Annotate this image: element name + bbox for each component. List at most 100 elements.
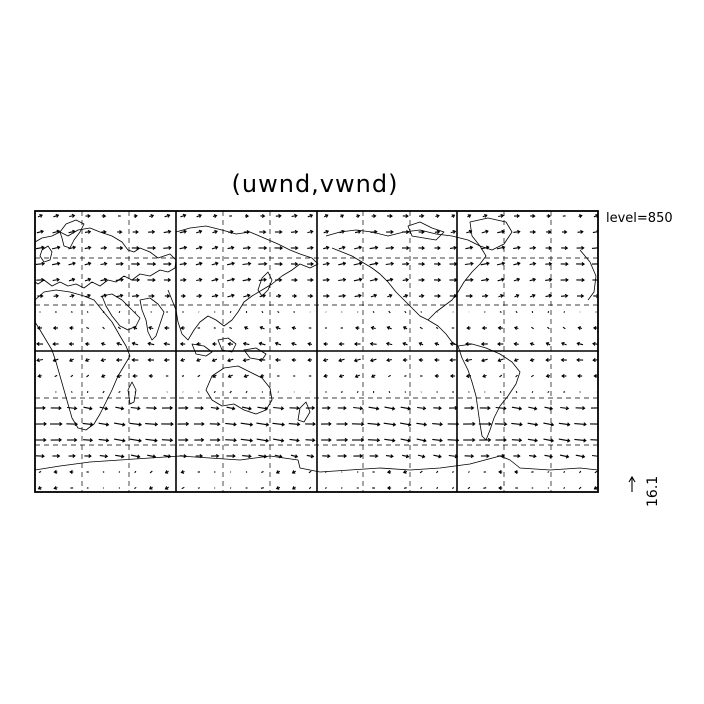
wind-arrowhead: [180, 358, 184, 363]
wind-arrowhead: [438, 454, 442, 459]
wind-arrowhead: [151, 229, 156, 234]
wind-arrowhead: [341, 229, 345, 234]
wind-arrowhead: [402, 326, 407, 330]
wind-arrowhead: [105, 422, 110, 427]
wind-arrowhead: [497, 358, 502, 363]
wind-arrowhead: [534, 422, 539, 427]
wind-arrowhead: [263, 245, 268, 251]
wind-arrowhead: [259, 373, 264, 379]
wind-arrowhead: [52, 358, 57, 363]
wind-vector: [258, 454, 267, 458]
coast-africa: [35, 289, 131, 431]
wind-vector: [449, 247, 457, 249]
wind-vector: [529, 455, 536, 457]
wind-arrowhead: [402, 357, 407, 363]
wind-vector: [181, 486, 185, 490]
wind-arrowhead: [87, 261, 92, 266]
wind-arrowhead: [561, 341, 565, 346]
wind-vector: [452, 486, 454, 490]
wind-arrowhead: [421, 277, 425, 283]
wind-vector: [99, 406, 108, 410]
wind-arrowhead: [294, 454, 299, 459]
wind-arrowhead: [103, 261, 108, 266]
wind-vector: [417, 406, 426, 410]
wind-arrowhead: [279, 261, 283, 267]
wind-arrowhead: [500, 293, 504, 298]
wind-arrowhead: [405, 229, 410, 235]
wind-arrowhead: [437, 277, 442, 283]
wind-vector: [258, 279, 267, 281]
wind-arrowhead: [485, 277, 490, 282]
wind-arrowhead: [453, 245, 457, 250]
wind-arrowhead: [534, 438, 538, 443]
wind-vector: [367, 439, 380, 441]
wind-vector: [149, 470, 153, 474]
wind-arrowhead: [212, 374, 216, 378]
wind-arrowhead: [374, 453, 379, 459]
wind-arrowhead: [421, 245, 426, 251]
wind-vector: [145, 438, 157, 442]
wind-vector: [225, 439, 237, 441]
wind-arrowhead: [564, 245, 569, 251]
wind-arrowhead: [152, 277, 156, 283]
wind-arrowhead: [532, 229, 537, 235]
wind-arrowhead: [166, 293, 171, 299]
wind-arrowhead: [213, 214, 218, 219]
wind-arrowhead: [519, 422, 523, 427]
wind-arrowhead: [231, 293, 235, 298]
wind-vector: [259, 294, 266, 298]
wind-arrowhead: [164, 325, 168, 331]
wind-vector: [388, 310, 391, 314]
wind-vector: [558, 438, 570, 442]
wind-vector: [229, 311, 232, 313]
wind-arrowhead: [353, 358, 358, 363]
wind-arrowhead: [385, 341, 390, 346]
wind-vector: [68, 230, 76, 234]
coast-central-america: [427, 319, 459, 347]
wind-arrowhead: [198, 229, 203, 234]
wind-vector: [210, 406, 219, 410]
wind-vector: [480, 246, 489, 250]
wind-arrowhead: [40, 229, 44, 234]
wind-arrowhead: [595, 213, 598, 218]
wind-arrowhead: [245, 213, 250, 219]
wind-arrowhead: [434, 373, 439, 379]
wind-arrowhead: [437, 261, 442, 267]
wind-arrowhead: [214, 245, 219, 250]
wind-arrowhead: [138, 422, 143, 427]
wind-arrowhead: [274, 341, 279, 346]
wind-arrowhead: [532, 245, 537, 250]
map-title: (uwnd,vwnd): [232, 170, 399, 198]
wind-arrowhead: [326, 277, 330, 282]
wind-arrowhead: [291, 341, 295, 346]
wind-vector: [161, 439, 173, 441]
wind-arrowhead: [358, 261, 363, 266]
wind-vector: [369, 246, 378, 250]
wind-arrowhead: [116, 341, 120, 346]
wind-arrowhead: [52, 341, 56, 347]
wind-arrowhead: [344, 421, 349, 427]
wind-arrowhead: [249, 438, 254, 443]
wind-vector: [55, 391, 57, 393]
wind-arrowhead: [497, 325, 502, 331]
wind-arrowhead: [326, 261, 330, 266]
wind-vector: [383, 422, 396, 426]
wind-vector: [543, 422, 554, 426]
wind-arrowhead: [374, 277, 379, 282]
wind-arrowhead: [215, 261, 219, 266]
wind-arrowhead: [71, 293, 75, 298]
wind-arrowhead: [309, 293, 314, 299]
wind-arrowhead: [41, 277, 45, 282]
wind-arrowhead: [183, 454, 188, 459]
wind-arrowhead: [583, 438, 587, 443]
wind-arrowhead: [275, 485, 280, 490]
wind-arrowhead: [369, 341, 374, 346]
coast-indonesia-1: [191, 343, 213, 357]
wind-arrowhead: [275, 470, 280, 474]
wind-arrowhead: [328, 437, 332, 443]
wind-arrowhead: [185, 405, 189, 411]
wind-arrowhead: [291, 470, 296, 474]
wind-arrowhead: [131, 357, 135, 363]
wind-arrowhead: [404, 293, 409, 298]
wind-arrowhead: [423, 438, 427, 443]
